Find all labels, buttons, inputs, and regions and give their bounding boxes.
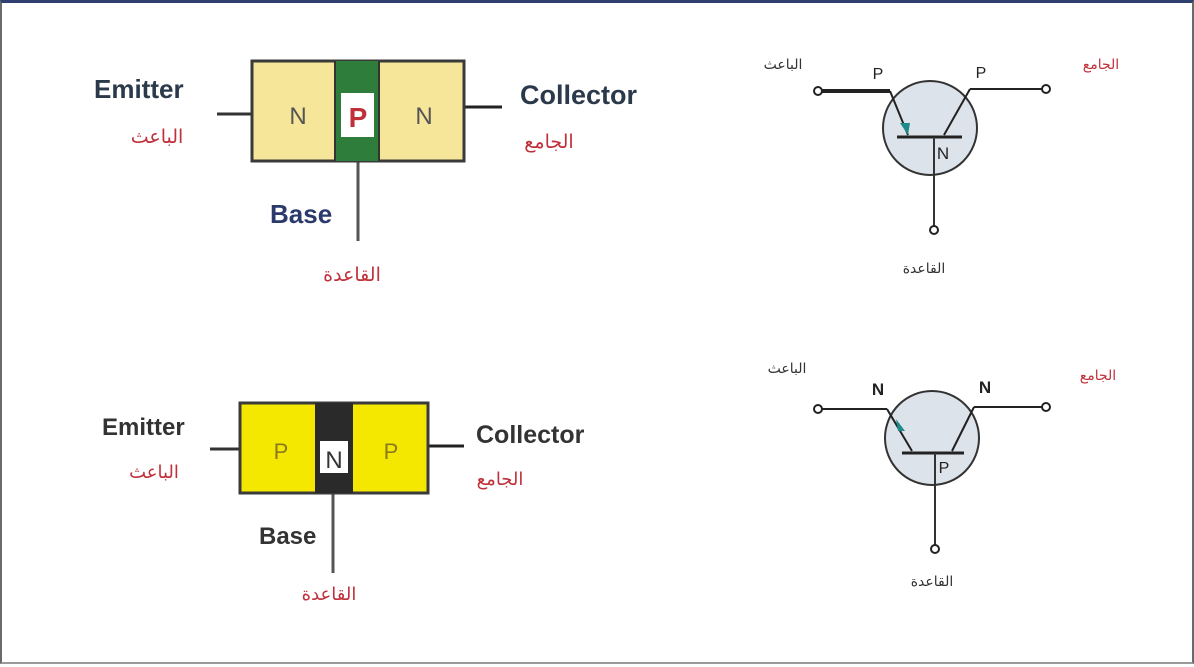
symbol-bottom-base-terminal [930, 544, 940, 554]
symbol-top-base-terminal [929, 225, 939, 235]
symbol-top-envelope [882, 80, 978, 176]
npn-collector-label-ar: الجامع [524, 131, 573, 153]
npn-base-letter-box [341, 93, 374, 137]
pnp-left-region-label: P [274, 439, 289, 464]
symbol-bottom-collector-leg [951, 406, 975, 452]
symbol-top-base-ar: القاعدة [903, 261, 946, 277]
symbol-bottom-collector-ar: الجامع [1080, 368, 1116, 384]
symbol-top-base-region: N [937, 144, 949, 163]
pnp-base-letter-box [320, 441, 348, 473]
transistor-diagram: N P N Emitter الباعث Collector الجامع Ba… [94, 57, 1120, 605]
pnp-emitter-label-ar: الباعث [129, 462, 179, 483]
symbol-top-emitter-terminal [813, 86, 823, 96]
pnp-collector-label-ar: الجامع [477, 469, 524, 490]
symbol-top-collector-ar: الجامع [1083, 57, 1119, 73]
symbol-bottom: N N P الباعث الجامع القاعدة [768, 361, 1117, 590]
symbol-bottom-base-ar: القاعدة [911, 574, 954, 590]
npn-base-label: Base [270, 199, 332, 229]
symbol-bottom-emitter-terminal [813, 404, 823, 414]
pnp-block-diagram: P N P Emitter الباعث Collector الجامع Ba… [102, 401, 585, 605]
symbol-top: P P N الباعث الجامع القاعدة [764, 57, 1120, 277]
symbol-top-collector-region: P [976, 65, 987, 82]
npn-middle-region-label: P [349, 102, 368, 133]
npn-right-region-label: N [415, 103, 432, 130]
symbol-bottom-emitter-ar: الباعث [768, 361, 807, 377]
symbol-bottom-base-region: P [939, 460, 950, 477]
pnp-base-label: Base [259, 523, 316, 550]
npn-base-label-ar: القاعدة [323, 264, 381, 286]
symbol-top-emitter-region: P [873, 66, 884, 83]
npn-left-region-label: N [289, 103, 306, 130]
pnp-collector-label: Collector [476, 421, 585, 449]
pnp-emitter-label: Emitter [102, 414, 185, 441]
symbol-top-arrow [900, 123, 910, 135]
npn-collector-label: Collector [520, 80, 638, 110]
symbol-bottom-collector-terminal [1041, 402, 1051, 412]
symbol-top-collector-terminal [1041, 84, 1051, 94]
symbol-top-emitter-ar: الباعث [764, 57, 803, 73]
symbol-bottom-arrow [896, 419, 905, 431]
pnp-right-region-label: P [384, 439, 399, 464]
pnp-base-label-ar: القاعدة [302, 584, 357, 605]
pnp-middle-region-label: N [325, 447, 342, 474]
npn-block-diagram: N P N Emitter الباعث Collector الجامع Ba… [94, 59, 638, 286]
symbol-bottom-envelope [884, 390, 980, 486]
npn-emitter-label-ar: الباعث [131, 126, 184, 148]
symbol-bottom-collector-region: N [979, 378, 991, 397]
symbol-bottom-emitter-region: N [872, 380, 884, 399]
npn-emitter-label: Emitter [94, 74, 184, 104]
symbol-top-collector-leg [943, 88, 971, 136]
